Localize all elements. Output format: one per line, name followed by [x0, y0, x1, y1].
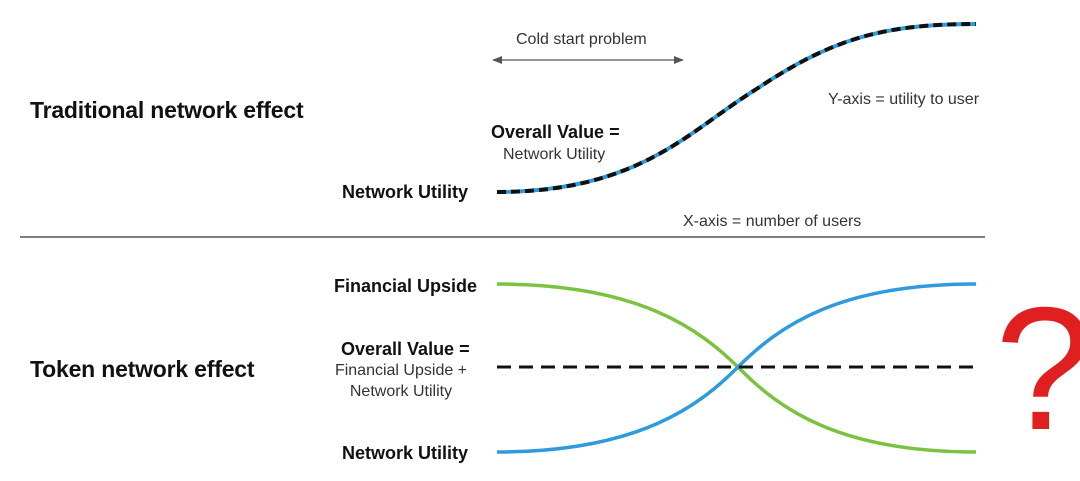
top-overall-value-label: Overall Value =: [491, 122, 620, 142]
bottom-overall-value-label: Overall Value =: [341, 339, 470, 359]
top-network-utility-label: Network Utility: [342, 182, 469, 202]
financial-upside-label: Financial Upside: [334, 276, 478, 296]
traditional-curve-blue: [496, 22, 977, 194]
traditional-title: Traditional network effect: [30, 97, 304, 123]
bottom-overall-formula-line1: Financial Upside +: [334, 362, 468, 379]
y-axis-note: Y-axis = utility to user: [828, 91, 980, 108]
token-title: Token network effect: [30, 356, 255, 382]
x-axis-note: X-axis = number of users: [683, 213, 862, 230]
cold-start-label: Cold start problem: [516, 31, 647, 48]
top-overall-value-formula: Network Utility: [503, 146, 606, 163]
question-mark: ?: [995, 282, 1080, 457]
network-utility-curve: [496, 282, 977, 454]
bottom-overall-formula-line2: Network Utility: [349, 383, 453, 400]
traditional-curve-dashes: [496, 22, 977, 194]
bottom-network-utility-label: Network Utility: [342, 443, 469, 463]
